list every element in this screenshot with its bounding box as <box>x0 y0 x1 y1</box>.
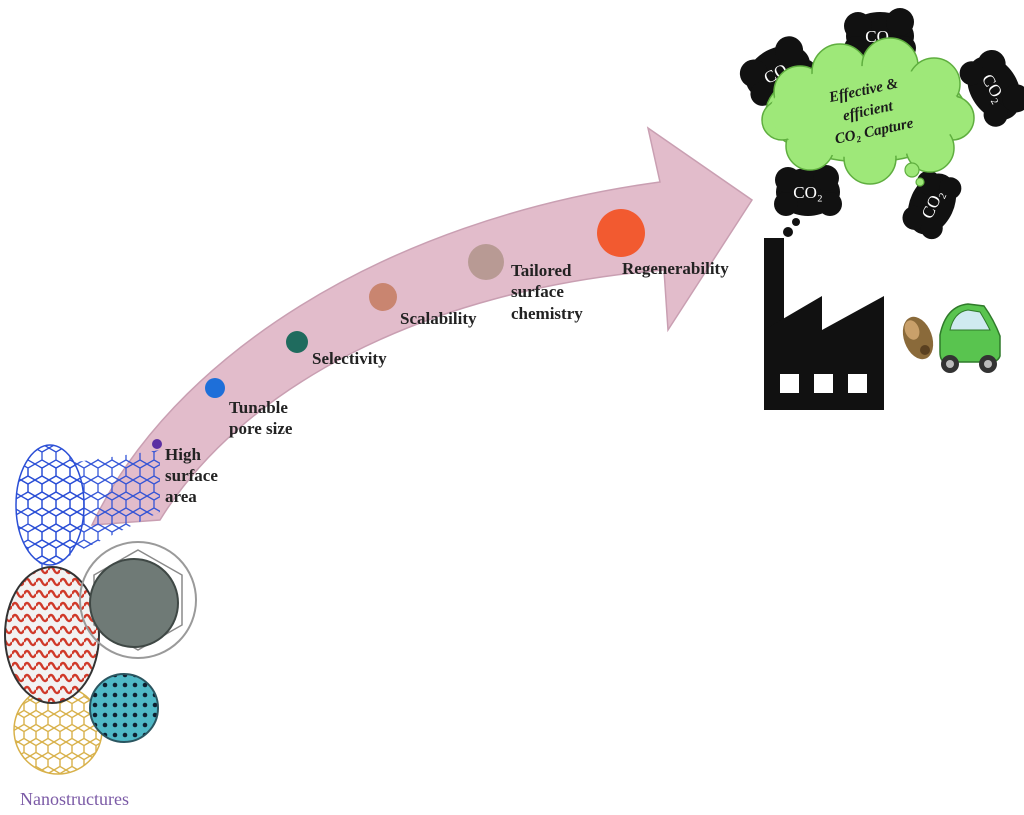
factory-icon <box>764 238 884 410</box>
property-dot <box>286 331 308 353</box>
smoke-cloud-icon: CO₂ <box>959 49 1024 127</box>
nanostructures-label: Nanostructures <box>20 789 129 809</box>
property-label-tunable-pore-size: Tunable pore size <box>229 398 293 438</box>
exhaust-icon <box>902 316 934 360</box>
process-arrow <box>90 126 754 526</box>
smoke-puffs <box>783 218 800 237</box>
property-label-regenerability: Regenerability <box>622 259 729 278</box>
property-dot <box>597 209 645 257</box>
red-mesh-sphere-icon <box>4 566 100 704</box>
teal-dotted-sphere-icon <box>89 673 159 743</box>
property-dot <box>205 378 225 398</box>
smoke-cloud-icon: CO₂ <box>774 165 842 216</box>
nanotube-icon <box>15 444 160 570</box>
grey-cage-icon <box>79 541 197 659</box>
smoke-cloud-icon: CO₂ <box>902 170 962 240</box>
co2-clouds: CO₂ CO₂ CO₂ CO₂ CO₂ <box>739 8 1024 240</box>
property-label-tailored-surface-chemistry: Tailored surface chemistry <box>511 261 583 323</box>
property-dot <box>468 244 504 280</box>
property-dot <box>369 283 397 311</box>
property-label-selectivity: Selectivity <box>312 349 387 368</box>
co2-label: CO₂ <box>793 183 823 202</box>
property-dots <box>152 209 645 449</box>
property-dot <box>152 439 162 449</box>
nanostructures-cluster <box>4 444 197 775</box>
car-icon <box>939 303 1001 373</box>
property-label-high-surface-area: High surface area <box>165 445 222 506</box>
thought-cloud-icon: Effective & efficient CO₂ Capture <box>761 37 975 187</box>
property-label-scalability: Scalability <box>400 309 477 328</box>
